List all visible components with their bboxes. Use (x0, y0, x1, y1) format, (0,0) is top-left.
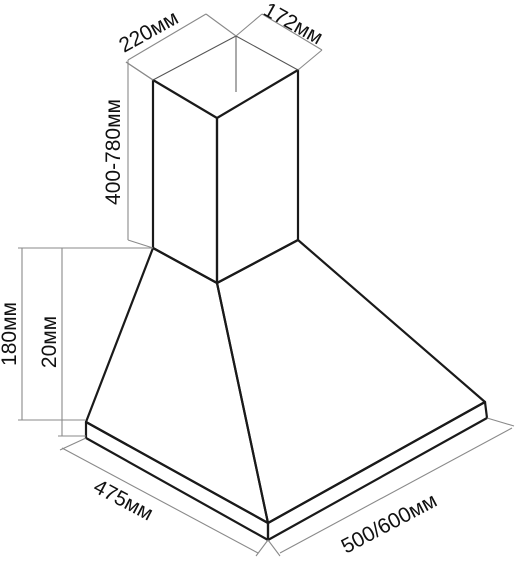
label-duct-height: 400-780мм (102, 99, 125, 205)
dimension-lines (18, 13, 515, 557)
label-duct-width: 220мм (115, 6, 182, 57)
duct-top-back (152, 35, 299, 81)
canopy-right-face (215, 238, 487, 525)
hood-body (84, 35, 489, 542)
label-canopy-height: 180мм (0, 302, 21, 366)
duct-right-face (215, 68, 300, 285)
label-base-rim: 20мм (38, 316, 61, 368)
label-hood-width: 500/600мм (338, 489, 441, 559)
label-duct-depth: 172мм (260, 0, 327, 49)
label-hood-depth: 475мм (90, 475, 157, 525)
dimension-labels: 220мм 172мм 400-780мм 180мм 20мм 475мм 5… (0, 0, 441, 558)
